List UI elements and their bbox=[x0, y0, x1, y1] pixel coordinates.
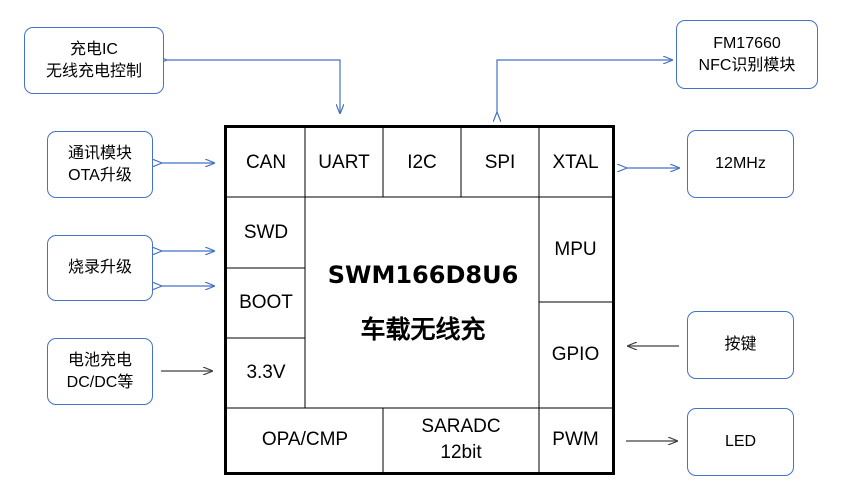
crystal-label: 12MHz bbox=[715, 155, 766, 172]
saradc-label: SARADC bbox=[421, 416, 501, 437]
block-gpio: GPIO bbox=[551, 344, 600, 365]
nfc-line2: NFC识别模块 bbox=[698, 56, 796, 74]
chip-grid bbox=[227, 128, 612, 472]
charge-ic-box: 充电IC 无线充电控制 bbox=[24, 27, 164, 94]
battery-box: 电池充电 DC/DC等 bbox=[47, 338, 153, 405]
keys-label: 按键 bbox=[724, 336, 757, 353]
saradc-resolution: 12bit bbox=[440, 442, 482, 463]
chip-part-number: SWM166D8U6 bbox=[327, 261, 519, 289]
block-mpu: MPU bbox=[554, 238, 597, 260]
block-xtal: XTAL bbox=[552, 151, 599, 173]
battery-line1: 电池充电 bbox=[67, 351, 132, 369]
charge-ic-line1: 充电IC bbox=[69, 40, 118, 58]
comm-box: 通讯模块 OTA升级 bbox=[47, 131, 153, 198]
chip-application: 车载无线充 bbox=[360, 315, 486, 344]
block-uart: UART bbox=[318, 151, 370, 173]
comm-line1: 通讯模块 bbox=[67, 144, 132, 162]
block-i2c: I2C bbox=[407, 151, 437, 173]
nfc-line1: FM17660 bbox=[713, 34, 781, 52]
block-opa-cmp: OPA/CMP bbox=[261, 429, 349, 450]
nfc-box: FM17660 NFC识别模块 bbox=[676, 20, 818, 89]
block-boot: BOOT bbox=[239, 292, 293, 313]
comm-line2: OTA升级 bbox=[68, 166, 132, 184]
block-can: CAN bbox=[245, 151, 287, 173]
charge-ic-line2: 无线充电控制 bbox=[45, 62, 142, 80]
arrow-charge-uart bbox=[166, 60, 340, 113]
block-spi: SPI bbox=[484, 151, 516, 173]
block-pwm: PWM bbox=[552, 429, 599, 450]
block-3v3: 3.3V bbox=[246, 362, 286, 383]
battery-line2: DC/DC等 bbox=[66, 373, 134, 391]
arrow-nfc-spi bbox=[497, 60, 672, 113]
block-saradc: SARADC 12bit bbox=[383, 408, 539, 472]
burn-label: 烧录升级 bbox=[67, 259, 132, 276]
crystal-box: 12MHz bbox=[687, 130, 794, 198]
burn-box: 烧录升级 bbox=[47, 235, 153, 301]
mcu-chip: CAN UART I2C SPI XTAL SWD BOOT 3.3V MPU … bbox=[224, 125, 615, 475]
led-label: LED bbox=[724, 433, 757, 450]
block-swd: SWD bbox=[243, 221, 289, 243]
led-box: LED bbox=[687, 408, 794, 476]
keys-box: 按键 bbox=[687, 311, 794, 379]
